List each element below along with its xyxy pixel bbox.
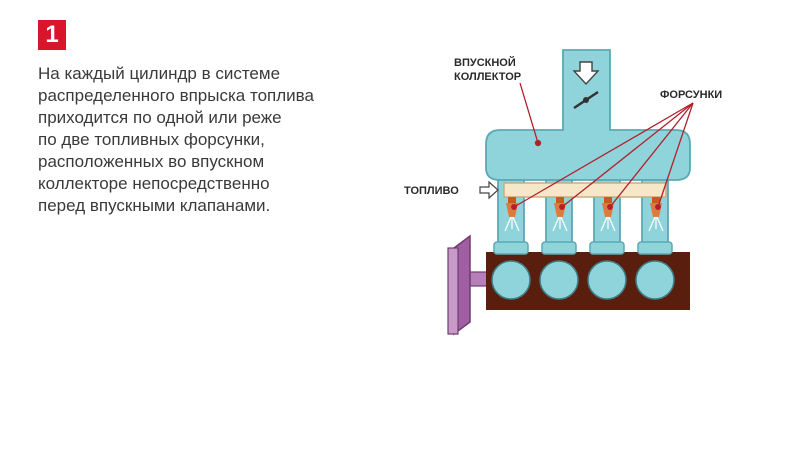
cylinder: [635, 260, 675, 300]
description-line: по две топливных форсунки,: [38, 130, 265, 149]
air-intake-arrow-icon: [572, 61, 600, 86]
manifold-label-line2: КОЛЛЕКТОР: [454, 71, 521, 83]
description-line: распределенного впрыска топлива: [38, 86, 314, 105]
step-number-badge: 1: [38, 20, 66, 50]
cylinder: [491, 260, 531, 300]
fuel-label: ТОПЛИВО: [404, 185, 459, 197]
injectors: [504, 197, 664, 232]
fuel-inlet-arrow-icon: [479, 180, 499, 200]
fuel-rail: [503, 182, 667, 198]
injectors-label: ФОРСУНКИ: [660, 89, 722, 101]
description-line: приходится по одной или реже: [38, 108, 282, 127]
description-line: расположенных во впускном: [38, 152, 265, 171]
description-line: перед впускными клапанами.: [38, 196, 271, 215]
throttle-valve-icon: [573, 90, 599, 110]
cylinders: [491, 260, 675, 300]
description-line: коллекторе непосредственно: [38, 174, 270, 193]
cylinder: [587, 260, 627, 300]
cylinder: [539, 260, 579, 300]
cylinder-ports: [493, 241, 673, 255]
description-text: На каждый цилиндр в системе распределенн…: [38, 63, 378, 217]
pulley: [447, 234, 491, 336]
description-line: На каждый цилиндр в системе: [38, 64, 281, 83]
manifold-label-line1: ВПУСКНОЙ: [454, 56, 516, 69]
leader-lines: [511, 82, 694, 210]
